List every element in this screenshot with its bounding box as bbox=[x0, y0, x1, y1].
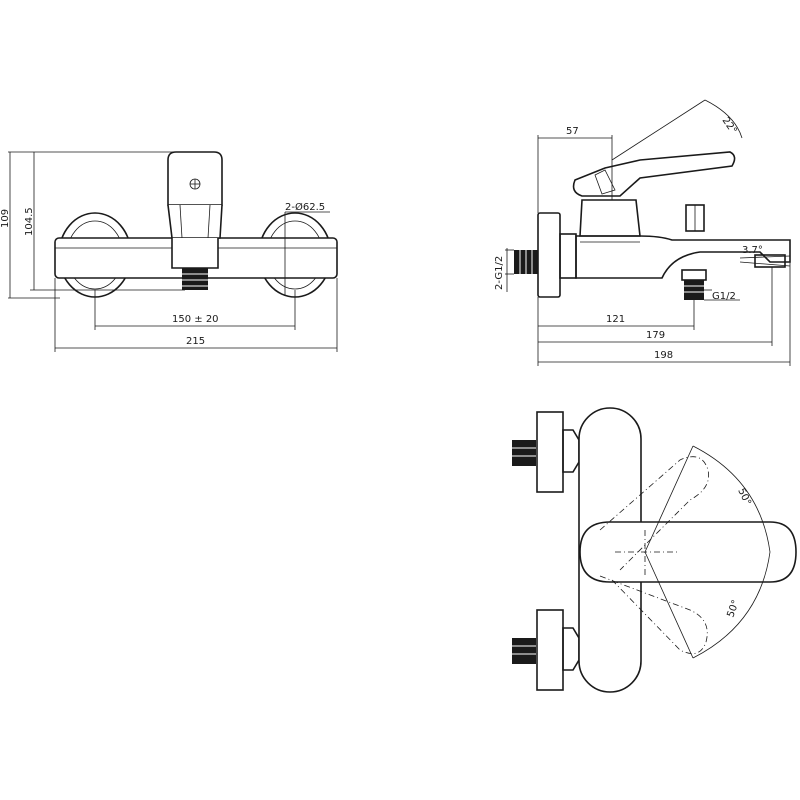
dim-outlet-thread: G1/2 bbox=[712, 291, 736, 302]
dim-overall-depth: 198 bbox=[654, 350, 673, 361]
dim-swing-lower: 50° bbox=[725, 599, 741, 619]
dim-inlet-thread: 2-G1/2 bbox=[494, 256, 505, 290]
side-flange bbox=[537, 212, 561, 298]
front-view: 109 104.5 2-Ø62.5 150 ± 20 215 bbox=[0, 151, 338, 352]
top-flange-upper bbox=[536, 411, 564, 493]
dim-spout-angle: 3.7° bbox=[742, 245, 763, 256]
top-lever bbox=[579, 521, 797, 583]
dim-ring-callout: 2-Ø62.5 bbox=[285, 201, 325, 213]
dim-centers: 150 ± 20 bbox=[172, 314, 219, 325]
top-inlet-upper bbox=[512, 440, 536, 466]
dim-to-spout: 179 bbox=[646, 330, 665, 341]
dim-height-inner: 104.5 bbox=[24, 207, 35, 236]
dim-height-outer: 109 bbox=[0, 209, 11, 228]
top-flange-lower bbox=[536, 609, 564, 691]
outlet-thread-side bbox=[684, 280, 704, 300]
side-body bbox=[575, 235, 791, 279]
side-view: 57 22° 2-G1/2 3.7° G1/2 121 179 198 bbox=[494, 99, 791, 366]
dim-handle-angle: 22° bbox=[720, 115, 739, 136]
handle-cap bbox=[167, 151, 223, 206]
top-view: 50° 50° bbox=[512, 407, 797, 693]
lever-handle bbox=[572, 151, 736, 197]
dim-handle-offset: 57 bbox=[566, 126, 579, 137]
outlet-thread-front bbox=[182, 268, 208, 290]
top-inlet-lower bbox=[512, 638, 536, 664]
dim-to-outlet: 121 bbox=[606, 314, 625, 325]
dim-swing-upper: 50° bbox=[735, 487, 752, 508]
dim-overall-width: 215 bbox=[186, 336, 205, 347]
